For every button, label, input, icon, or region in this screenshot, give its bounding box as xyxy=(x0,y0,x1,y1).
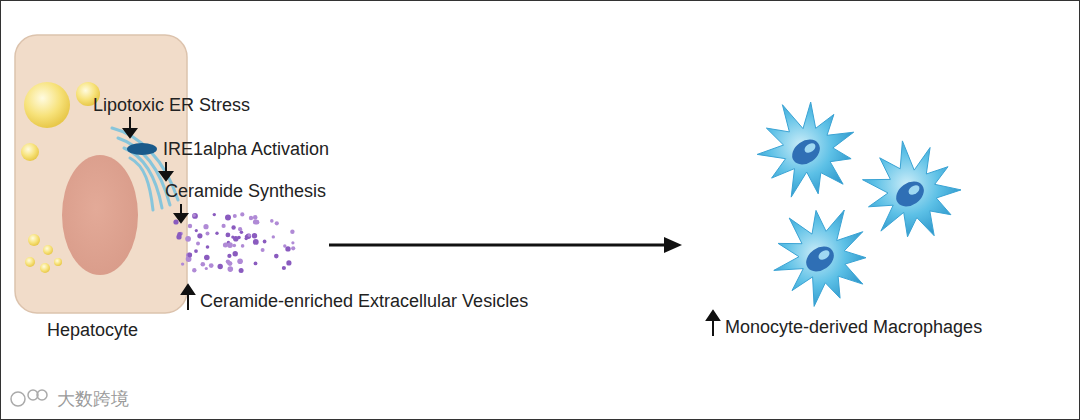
pathway-step: Lipotoxic ER Stress xyxy=(93,94,250,116)
increase-arrows xyxy=(182,285,719,336)
hepatocyte-cell xyxy=(15,35,187,313)
watermark-logo xyxy=(11,390,47,406)
pathway-arrows xyxy=(124,117,187,222)
flow-arrow xyxy=(329,237,682,253)
vesicle-cloud xyxy=(165,205,315,285)
macrophage-node: Monocyte-derived Macrophages xyxy=(700,95,1065,345)
node-label: Ceramide-enriched Extracellular Vesicles xyxy=(200,290,528,312)
node-label: Monocyte-derived Macrophages xyxy=(725,316,982,338)
macrophage-cluster xyxy=(700,95,1000,310)
node-label: Hepatocyte xyxy=(47,319,138,341)
vesicle-node: Ceramide-enriched Extracellular Vesicles xyxy=(165,205,625,315)
pathway-step: Ceramide Synthesis xyxy=(165,180,326,202)
watermark: 大数跨境 xyxy=(57,388,129,410)
pathway-step: IRE1alpha Activation xyxy=(163,138,329,160)
